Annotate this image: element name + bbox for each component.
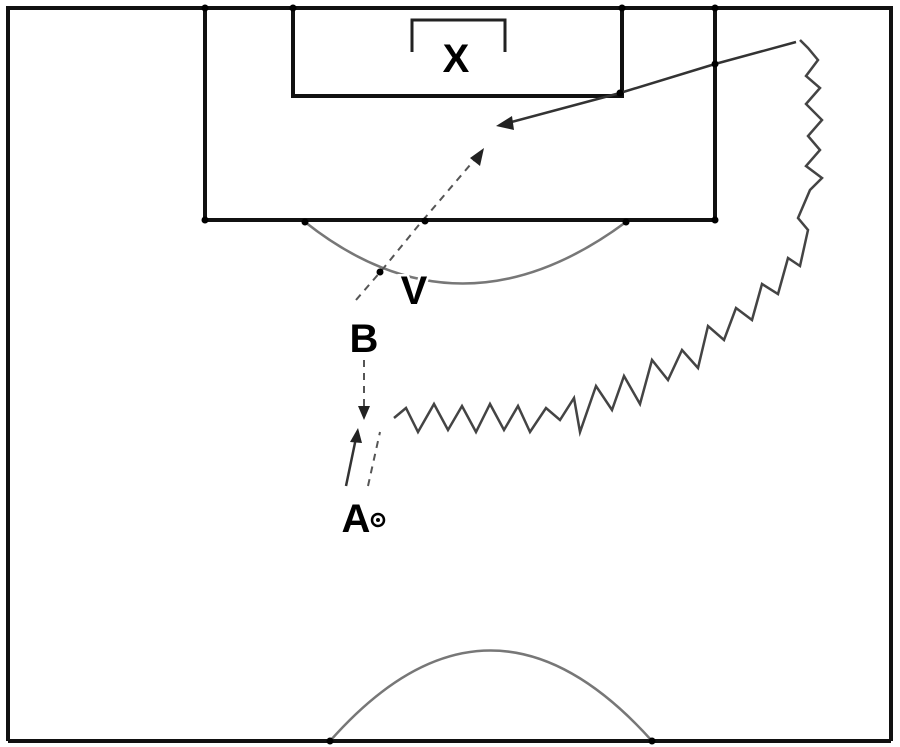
pass-b-to-a-arrowhead xyxy=(358,406,370,420)
cross-pass-marker xyxy=(711,60,719,68)
goal-frame xyxy=(410,18,507,52)
goalkeeper-label: X xyxy=(443,37,470,81)
line-junction-dots xyxy=(201,4,719,745)
cross-pass-marker-goal-area xyxy=(616,89,624,97)
penalty-arc xyxy=(304,220,627,285)
pitch-boundary xyxy=(6,6,893,741)
player-v-marker xyxy=(376,268,384,276)
player-a-run-arrow-secondary xyxy=(367,431,381,487)
goal-area xyxy=(291,8,624,98)
player-v-run-marker xyxy=(421,217,429,225)
player-a-run-arrow xyxy=(344,437,358,487)
player-a-dribble-path xyxy=(393,39,824,437)
ball-icon xyxy=(370,512,386,528)
center-circle-arc xyxy=(329,649,653,742)
player-a-label: A xyxy=(342,497,371,541)
player-a-run-arrowhead xyxy=(350,428,362,443)
player-v-run-arrowhead xyxy=(470,148,484,166)
player-b-label: B xyxy=(350,317,379,361)
cross-pass-arrowhead xyxy=(496,116,514,130)
cross-pass-line xyxy=(503,40,797,126)
penalty-area xyxy=(203,8,717,222)
player-v-run xyxy=(355,157,477,301)
player-v-label: V xyxy=(401,269,428,313)
